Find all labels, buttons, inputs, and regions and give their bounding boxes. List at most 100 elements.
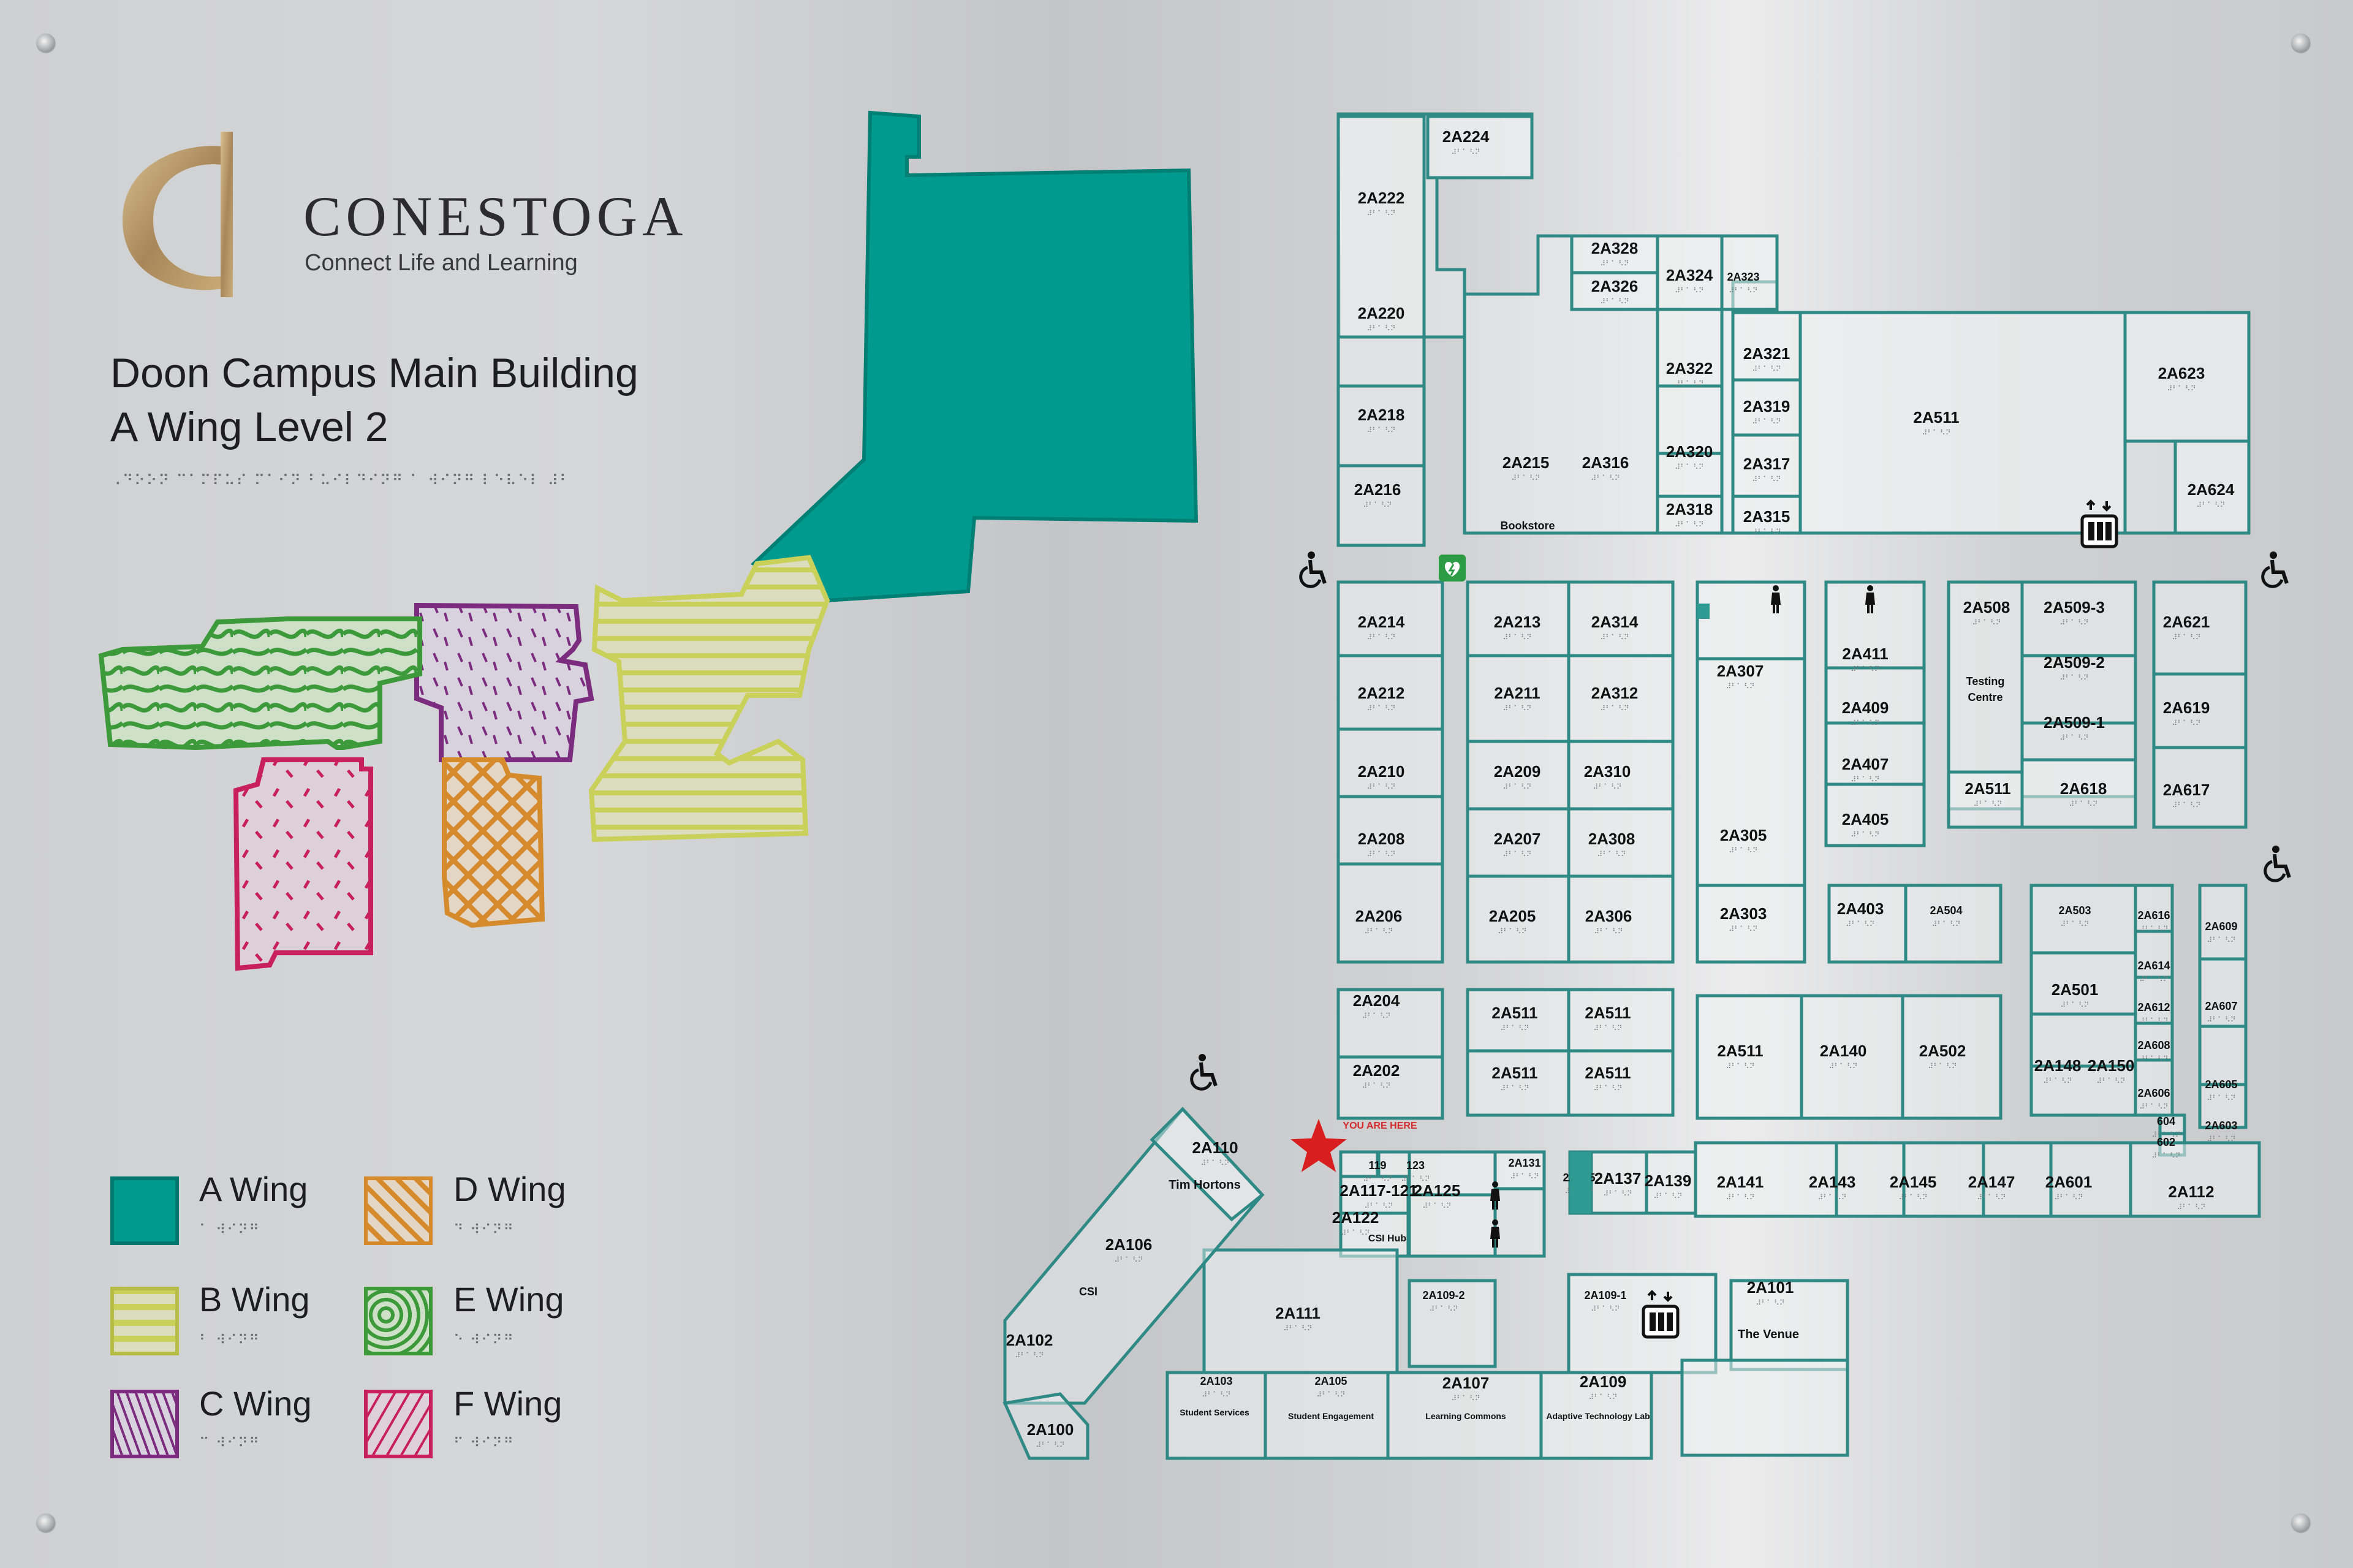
room-outline xyxy=(1336,654,1444,731)
room-number: 2A623 xyxy=(2158,364,2205,382)
room-number: 2A110 xyxy=(1192,1138,1238,1157)
room-braille: ⠼⠃⠁ ⠣⠝ xyxy=(1653,1192,1682,1200)
room-labels: 2A224⠼⠃⠁ ⠣⠝2A222⠼⠃⠁ ⠣⠝2A220⠼⠃⠁ ⠣⠝2A218⠼⠃… xyxy=(1006,127,2238,1449)
stair-marker xyxy=(1697,604,1710,619)
room-braille: ⠼⠃⠁ ⠣⠝ xyxy=(1316,1390,1345,1399)
room-braille: ⠼⠃⠁ ⠣⠝ xyxy=(1726,1193,1754,1202)
bookstore-label: Bookstore xyxy=(1500,520,1555,532)
testing-centre-label: Centre xyxy=(1968,691,2003,703)
room-number: 2A100 xyxy=(1027,1420,1074,1439)
accessible-icon xyxy=(1299,551,1327,588)
legend-label-d: D Wing xyxy=(453,1170,566,1208)
room-number: 2A211 xyxy=(1494,684,1540,702)
room-number: 2A117-121 xyxy=(1339,1181,1417,1200)
room-braille: ⠼⠃⠁ ⠣⠝ xyxy=(1931,920,1960,928)
room-number: 2A318 xyxy=(1666,500,1713,518)
room-number: 2A105 xyxy=(1314,1375,1347,1387)
room-braille: ⠼⠃⠁ ⠣⠝ xyxy=(1726,1062,1754,1070)
room-braille: ⠼⠃⠁ ⠣⠝ xyxy=(1366,209,1395,218)
room-braille: ⠼⠃⠁ ⠣⠝ xyxy=(1851,665,1879,673)
room-braille: ⠼⠃⠁ ⠣⠝ xyxy=(1366,704,1395,713)
d-wing-shape xyxy=(442,757,545,928)
room-outline xyxy=(1656,452,1724,498)
the-venue-label: The Venue xyxy=(1738,1328,1799,1341)
room-number: 2A605 xyxy=(2205,1078,2237,1091)
room-braille: ⠼⠃⠁ ⠣⠝ xyxy=(1591,474,1620,482)
room-number: 2A511 xyxy=(1585,1064,1631,1082)
room-number: 119 xyxy=(1368,1159,1386,1172)
room-outline xyxy=(1696,994,1803,1120)
room-number: 2A320 xyxy=(1666,442,1713,461)
room-outline xyxy=(1901,994,2003,1120)
room-number: 2A511 xyxy=(1491,1064,1537,1082)
you-are-here-label: YOU ARE HERE xyxy=(1343,1121,1417,1131)
room-number: 2A411 xyxy=(1842,645,1888,663)
room-number: 2A106 xyxy=(1105,1235,1153,1254)
room-braille: ⠼⠃⠁ ⠣⠝ xyxy=(1756,1298,1784,1307)
room-braille: ⠼⠃⠁ ⠣⠝ xyxy=(1502,782,1531,791)
legend-braille-d: ⠙ ⠺⠊⠝⠛ xyxy=(453,1222,515,1238)
brand-tagline: Connect Life and Learning xyxy=(305,250,578,276)
room-outline xyxy=(2029,1064,2137,1117)
room-braille: ⠼⠃⠁ ⠣⠝ xyxy=(1283,1324,1312,1333)
room-braille: ⠼⠃⠁ ⠣⠝ xyxy=(1510,1172,1539,1181)
corner-screw xyxy=(37,1513,55,1532)
room-number: 602 xyxy=(2157,1136,2175,1148)
room-braille: ⠼⠃⠁ ⠣⠝ xyxy=(1200,1159,1229,1167)
room-number: 2A606 xyxy=(2137,1087,2170,1099)
room-outline xyxy=(1567,580,1675,657)
room-number: 2A218 xyxy=(1358,406,1405,424)
room-outline xyxy=(2029,1012,2137,1068)
room-braille: ⠼⠃⠁ ⠣⠝ xyxy=(1451,148,1480,156)
room-number: 2A503 xyxy=(2058,904,2091,917)
room-braille: ⠼⠃⠁ ⠣⠝ xyxy=(1366,782,1395,791)
room-braille: ⠼⠃⠁ ⠣⠝ xyxy=(1817,1193,1846,1202)
room-braille: ⠼⠃⠁ ⠣⠝ xyxy=(1593,782,1621,791)
room-outline xyxy=(1336,862,1444,964)
room-braille: ⠼⠃⠁ ⠣⠝ xyxy=(1851,775,1879,784)
room-braille: ⠼⠃⠁ ⠣⠝ xyxy=(1015,1351,1044,1360)
room-number: 2A617 xyxy=(2163,781,2210,799)
room-braille: ⠼⠃⠁ ⠣⠝ xyxy=(1364,1202,1393,1210)
room-braille: ⠼⠃⠁ ⠣⠝ xyxy=(2207,936,2235,944)
room-outline xyxy=(1466,580,1571,657)
room-braille: ⠼⠃⠁ ⠣⠝ xyxy=(2060,1001,2089,1009)
room-braille: ⠼⠃⠁ ⠣⠝ xyxy=(2172,801,2200,809)
room-outline xyxy=(1982,1141,2053,1218)
room-outline xyxy=(1567,1049,1675,1117)
room-number: 2A608 xyxy=(2137,1039,2170,1051)
room-outline xyxy=(1336,335,1426,388)
wall-outline xyxy=(1003,1107,1265,1405)
room-outline xyxy=(1824,580,1926,670)
room-number: 2A511 xyxy=(1491,1004,1537,1022)
room-outline xyxy=(2152,746,2248,829)
room-number: 2A321 xyxy=(1743,344,1790,363)
room-outline xyxy=(1798,311,2127,535)
room-number: 2A210 xyxy=(1358,762,1405,781)
room-braille: ⠼⠃⠁ ⠣⠝ xyxy=(2139,1017,2168,1025)
csi-hub-label: CSI Hub xyxy=(1368,1233,1406,1244)
room-number: 2A224 xyxy=(1442,127,1490,146)
room-outline xyxy=(2123,311,2251,443)
room-number: 2A206 xyxy=(1355,907,1403,925)
room-number: 2A103 xyxy=(1200,1375,1232,1387)
room-number: 2A614 xyxy=(2137,960,2170,972)
room-number: 2A601 xyxy=(2045,1173,2093,1191)
room-number: 2A112 xyxy=(2168,1183,2214,1201)
room-braille: ⠼⠃⠁ ⠣⠝ xyxy=(1973,800,2002,808)
room-outline xyxy=(1408,1150,1497,1197)
room-outline xyxy=(1904,884,2003,964)
room-outline xyxy=(1336,988,1444,1059)
wing-key-plan xyxy=(98,110,1199,971)
room-braille: ⠼⠃⠁ ⠣⠝ xyxy=(1362,1012,1390,1020)
room-outline xyxy=(1720,234,1779,311)
room-braille: ⠼⠃⠁ ⠣⠝ xyxy=(1675,379,1703,388)
room-outline xyxy=(1466,874,1571,964)
room-number: 2A405 xyxy=(1842,810,1889,828)
room-number: 2A316 xyxy=(1582,453,1629,472)
room-braille: ⠼⠃⠁ ⠣⠝ xyxy=(1502,704,1531,713)
washroom-icon xyxy=(1865,585,1875,613)
room-number: 2A102 xyxy=(1006,1331,1053,1349)
room-outline xyxy=(2129,1141,2261,1218)
room-braille: ⠼⠃⠁ ⠣⠝ xyxy=(1675,463,1703,471)
